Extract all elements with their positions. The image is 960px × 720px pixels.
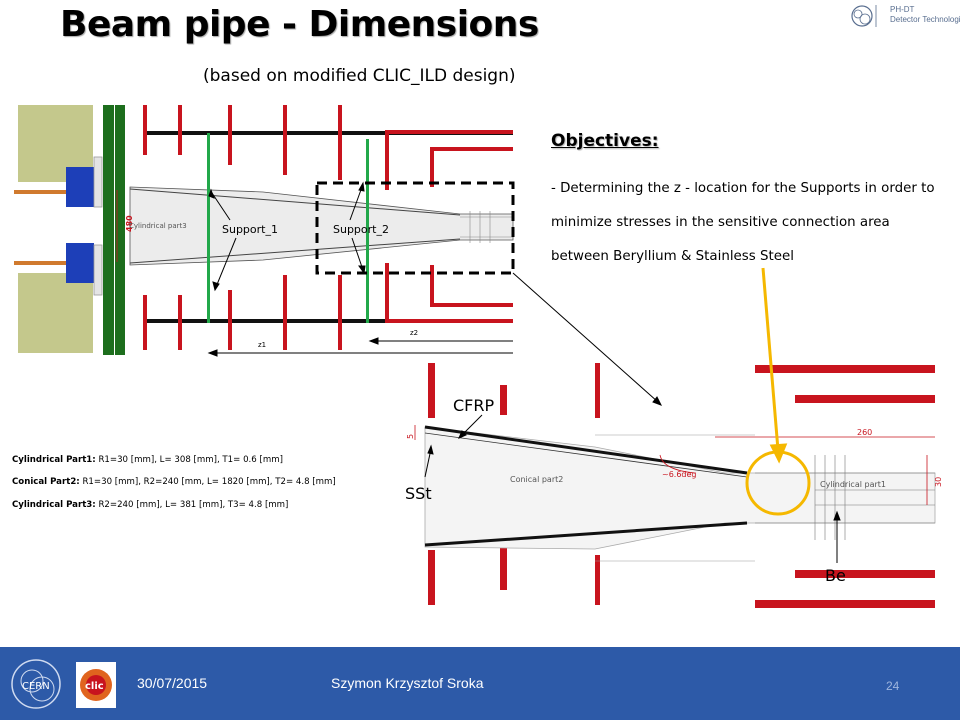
cfrp-layer-top <box>424 425 748 475</box>
be-label: Be <box>825 566 846 585</box>
cern-logo-icon <box>851 5 873 27</box>
z1-label: z1 <box>258 341 266 349</box>
bottom-diagram: 260 30 5 ~6.6deg Conical part2 Cylindric… <box>405 363 943 608</box>
dim-5-label: 5 <box>406 434 415 439</box>
red-structure-bottom <box>428 363 935 608</box>
dim-260-label: 260 <box>857 428 872 437</box>
dim-480-label: 480 <box>125 215 134 232</box>
dim-30-label: 30 <box>934 477 943 487</box>
cylindrical-part1-label: Cylindrical part1 <box>820 480 886 489</box>
support2-label: Support_2 <box>333 223 389 236</box>
clic-logo-icon: clic <box>76 662 116 708</box>
slide-title: Beam pipe - Dimensions <box>60 4 539 45</box>
svg-text:CERN: CERN <box>22 681 50 692</box>
support1-line <box>207 133 210 323</box>
svg-text:clic: clic <box>85 681 104 692</box>
footer-date: 30/07/2015 <box>137 675 208 691</box>
green-column-2 <box>115 105 125 355</box>
support2-line <box>366 139 369 323</box>
objectives-text: - Determining the z - location for the S… <box>551 181 935 264</box>
ph-dt-logo <box>851 5 877 27</box>
param-cylindrical-part3: Cylindrical Part3: R2=240 [mm], L= 381 [… <box>12 500 289 510</box>
overlay-arrows <box>512 267 788 464</box>
slide-subtitle: (based on modified CLIC_ILD design) <box>203 66 516 86</box>
logo-line1: PH-DT <box>890 5 915 14</box>
objectives-heading: Objectives: <box>551 131 659 151</box>
cyl-part3-label: Cylindrical part3 <box>129 222 187 230</box>
cern-footer-logo-icon: CERN <box>11 659 61 709</box>
dashed-highlight-box <box>315 181 515 275</box>
footer-bar <box>0 647 960 720</box>
blue-block-bottom <box>66 243 94 283</box>
cfrp-label: CFRP <box>453 396 494 415</box>
conical-part2-label: Conical part2 <box>510 475 563 484</box>
blue-block-top <box>66 167 94 207</box>
page-number: 24 <box>886 679 900 693</box>
param-cylindrical-part1: Cylindrical Part1: R1=30 [mm], L= 308 [m… <box>12 455 283 465</box>
angle-label: ~6.6deg <box>662 470 697 479</box>
sst-label: SSt <box>405 484 432 503</box>
red-support-bars <box>143 105 513 350</box>
olive-block-bottom <box>18 273 93 353</box>
ph-dt-logo-text: PH-DT Detector Technologies <box>890 5 960 25</box>
support1-label: Support_1 <box>222 223 278 236</box>
footer-author: Szymon Krzysztof Sroka <box>331 675 484 691</box>
green-column-1 <box>103 105 114 355</box>
z2-label: z2 <box>410 329 418 337</box>
cfrp-layer-bottom <box>424 521 748 547</box>
top-diagram: 480 Cylindrical part3 Support_1 Support_… <box>14 105 515 357</box>
param-conical-part2: Conical Part2: R1=30 [mm], R2=240 [mm, L… <box>12 477 336 487</box>
logo-line2: Detector Technologies <box>890 15 960 24</box>
